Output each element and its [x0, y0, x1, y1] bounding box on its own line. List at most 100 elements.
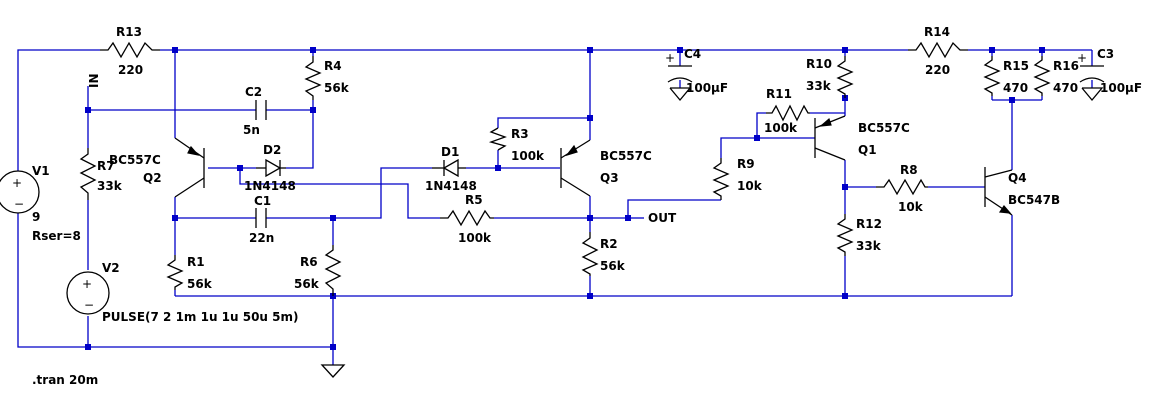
junction-dot [842, 293, 848, 299]
resistor-r15-body [983, 56, 1001, 96]
resistor-r14[interactable] [908, 41, 968, 59]
label-r1-ref: R1 [187, 255, 205, 269]
resistor-r12[interactable] [836, 214, 854, 256]
label-r6-value: 56k [294, 277, 320, 291]
voltage-source-v2-circle [66, 271, 110, 315]
label-d1-ref: D1 [441, 145, 459, 159]
label-q1-model: BC557C [858, 121, 910, 135]
wire-d2-out [286, 110, 314, 169]
label-c2-ref: C2 [245, 85, 262, 99]
resistor-r16[interactable] [1033, 56, 1051, 96]
junction-dot [330, 344, 336, 350]
resistor-r11-body [766, 104, 810, 122]
label-c2-value: 5n [243, 123, 260, 137]
label-r15-ref: R15 [1003, 59, 1029, 73]
resistor-r2[interactable] [581, 232, 599, 276]
label-q2-model: BC557C [109, 153, 161, 167]
junction-dot [989, 47, 995, 53]
label-v1-ref: V1 [32, 164, 50, 178]
junction-dot [310, 47, 316, 53]
diode-d1-triangle [442, 158, 459, 178]
label-r9-ref: R9 [737, 157, 755, 171]
junction-dot [85, 107, 91, 113]
label-r4-ref: R4 [324, 59, 342, 73]
resistor-r6[interactable] [324, 245, 342, 296]
ground-icon-c3 [1081, 87, 1104, 102]
transistor-q2[interactable] [174, 137, 205, 198]
label-r10-value: 33k [806, 79, 832, 93]
ground-icon [320, 364, 346, 378]
label-r9-value: 10k [737, 179, 763, 193]
capacitor-c3-plate-bottom [1079, 77, 1105, 83]
voltage-source-v1-plus-icon: + [12, 176, 22, 190]
capacitor-c3[interactable]: + [1077, 51, 1105, 102]
resistor-r11[interactable] [766, 104, 810, 122]
resistor-r3-body [488, 127, 507, 151]
resistor-r4[interactable] [304, 56, 322, 100]
junction-dot [625, 215, 631, 221]
label-c3-value: 100µF [1100, 81, 1142, 95]
junction-dot [587, 293, 593, 299]
label-r12-value: 33k [856, 239, 882, 253]
wires [17, 49, 1093, 365]
label-r11-ref: R11 [766, 87, 792, 101]
capacitor-c4[interactable]: + [665, 51, 693, 102]
junction-dot [495, 165, 501, 171]
wire-v1-bottom [17, 213, 334, 365]
ground-main[interactable] [320, 364, 346, 378]
resistor-r1-body [166, 255, 184, 290]
resistor-r1[interactable] [166, 255, 184, 290]
transistor-q1[interactable] [814, 115, 846, 161]
label-r2-ref: R2 [600, 237, 618, 251]
resistor-r7[interactable] [79, 148, 97, 200]
diode-d1[interactable] [432, 158, 466, 178]
resistor-r5[interactable] [440, 209, 494, 227]
wire-r3-top [497, 117, 590, 128]
label-r13-ref: R13 [116, 25, 142, 39]
resistor-r7-body [79, 148, 97, 200]
resistor-r8[interactable] [876, 178, 928, 196]
diode-d2[interactable] [256, 158, 286, 178]
label-r12-ref: R12 [856, 217, 882, 231]
resistor-r9[interactable] [712, 158, 730, 200]
junction-dot [1009, 97, 1015, 103]
junction-dot [842, 184, 848, 190]
resistor-r5-body [440, 209, 494, 227]
resistor-r4-body [304, 56, 322, 100]
transistor-q4-arrow [998, 205, 1012, 214]
wire-v1-top [17, 49, 100, 171]
junction-dot [172, 47, 178, 53]
voltage-source-v1[interactable]: + − [0, 170, 40, 214]
resistor-r3[interactable] [488, 127, 507, 151]
voltage-source-v2-plus-icon: + [82, 277, 92, 291]
junction-dot [754, 135, 760, 141]
label-r14-ref: R14 [924, 25, 950, 39]
capacitor-c2[interactable] [255, 100, 267, 120]
label-in-net: IN [87, 73, 101, 88]
label-r8-ref: R8 [900, 163, 918, 177]
resistor-r10[interactable] [836, 56, 854, 98]
transistor-q4[interactable] [984, 167, 1013, 216]
label-r8-value: 10k [898, 200, 924, 214]
capacitor-c1[interactable] [255, 208, 267, 228]
voltage-source-v2[interactable]: + − [66, 271, 110, 315]
resistor-r15[interactable] [983, 56, 1001, 96]
label-r10-ref: R10 [806, 57, 832, 71]
transistor-q3[interactable] [560, 139, 591, 197]
label-q3-ref: Q3 [600, 171, 619, 185]
capacitor-c4-plate-bottom [667, 77, 693, 83]
wire-r9-top [720, 137, 815, 158]
label-v2-value: PULSE(7 2 1m 1u 1u 50u 5m) [102, 310, 299, 324]
sim-directive[interactable]: .tran 20m [32, 373, 98, 387]
transistor-q2-arrow [187, 145, 200, 156]
label-v2-ref: V2 [102, 261, 120, 275]
resistor-r13[interactable] [100, 41, 160, 59]
label-r7-ref: R7 [97, 159, 115, 173]
transistor-q1-arrow [819, 117, 832, 127]
label-r7-value: 33k [97, 179, 123, 193]
label-q3-model: BC557C [600, 149, 652, 163]
resistor-r2-body [581, 232, 599, 276]
label-v1-param: Rser=8 [32, 229, 81, 243]
label-r16-value: 470 [1053, 81, 1078, 95]
capacitor-c3-plus-icon: + [1077, 51, 1087, 65]
